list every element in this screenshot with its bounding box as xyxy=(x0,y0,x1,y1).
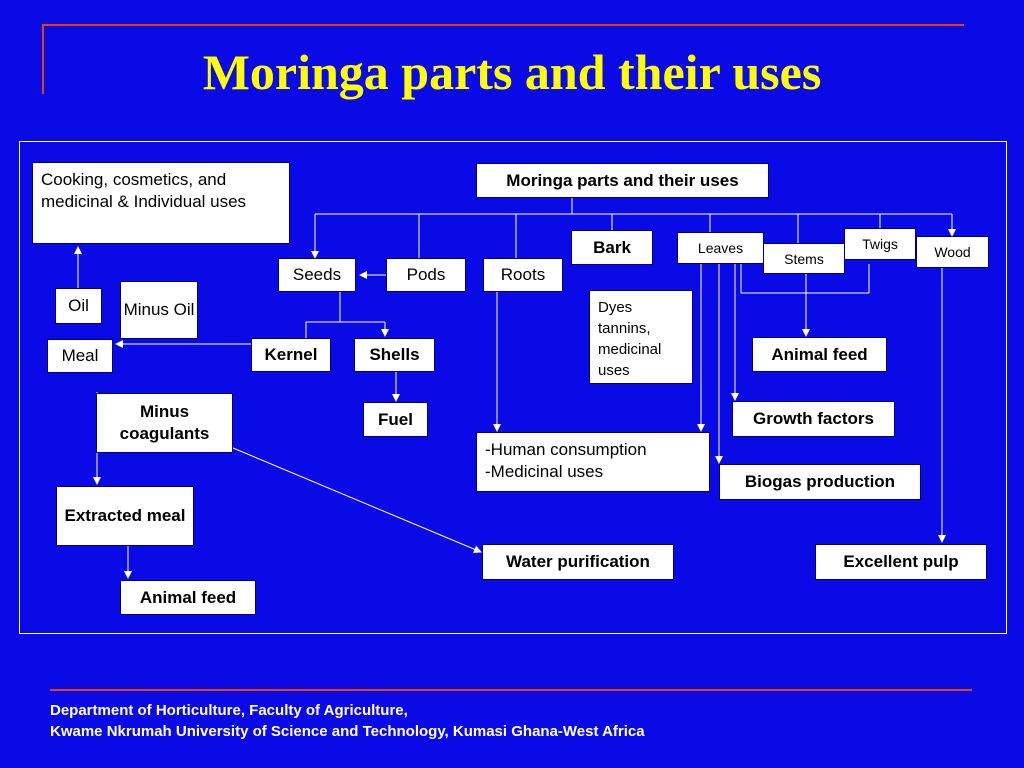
stems-node: Stems xyxy=(763,243,845,274)
human-consumption-line: -Human consumption xyxy=(485,440,647,459)
fuel-node: Fuel xyxy=(363,402,428,437)
twigs-node: Twigs xyxy=(844,228,916,260)
animal-feed-left-node: Animal feed xyxy=(120,580,256,615)
top-rule xyxy=(42,24,964,26)
biogas-node: Biogas production xyxy=(719,464,921,500)
root-node: Moringa parts and their uses xyxy=(476,163,769,198)
left-rule xyxy=(42,24,44,94)
minus-oil-node: Minus Oil xyxy=(120,281,198,339)
extracted-meal-node: Extracted meal xyxy=(56,486,194,546)
bark-node: Bark xyxy=(571,230,653,265)
footer-rule xyxy=(50,689,972,691)
animal-feed-right-node: Animal feed xyxy=(752,337,887,372)
kernel-node: Kernel xyxy=(251,338,331,372)
water-purification-node: Water purification xyxy=(482,544,674,580)
slide-title: Moringa parts and their uses xyxy=(202,44,822,100)
human-consumption-line: -Medicinal uses xyxy=(485,462,604,481)
footer: Department of Horticulture, Faculty of A… xyxy=(50,700,645,742)
meal-node: Meal xyxy=(47,339,113,373)
leaves-node: Leaves xyxy=(677,232,764,264)
seeds-node: Seeds xyxy=(278,258,356,292)
pods-node: Pods xyxy=(386,258,466,292)
wood-node: Wood xyxy=(916,236,989,268)
minus-coagulants-node: Minus coagulants xyxy=(96,393,233,453)
growth-factors-node: Growth factors xyxy=(732,401,895,437)
dyes-node: Dyes tannins, medicinal uses xyxy=(589,290,693,384)
diagram-frame xyxy=(19,141,1007,634)
roots-node: Roots xyxy=(483,258,563,292)
cooking-uses-box: Cooking, cosmetics, and medicinal & Indi… xyxy=(32,162,290,244)
excellent-pulp-node: Excellent pulp xyxy=(815,544,987,580)
footer-line-1: Department of Horticulture, Faculty of A… xyxy=(50,702,408,719)
shells-node: Shells xyxy=(354,338,435,372)
oil-node: Oil xyxy=(55,288,102,324)
footer-line-2: Kwame Nkrumah University of Science and … xyxy=(50,723,645,740)
human-consumption-node: -Human consumption -Medicinal uses xyxy=(476,432,710,492)
